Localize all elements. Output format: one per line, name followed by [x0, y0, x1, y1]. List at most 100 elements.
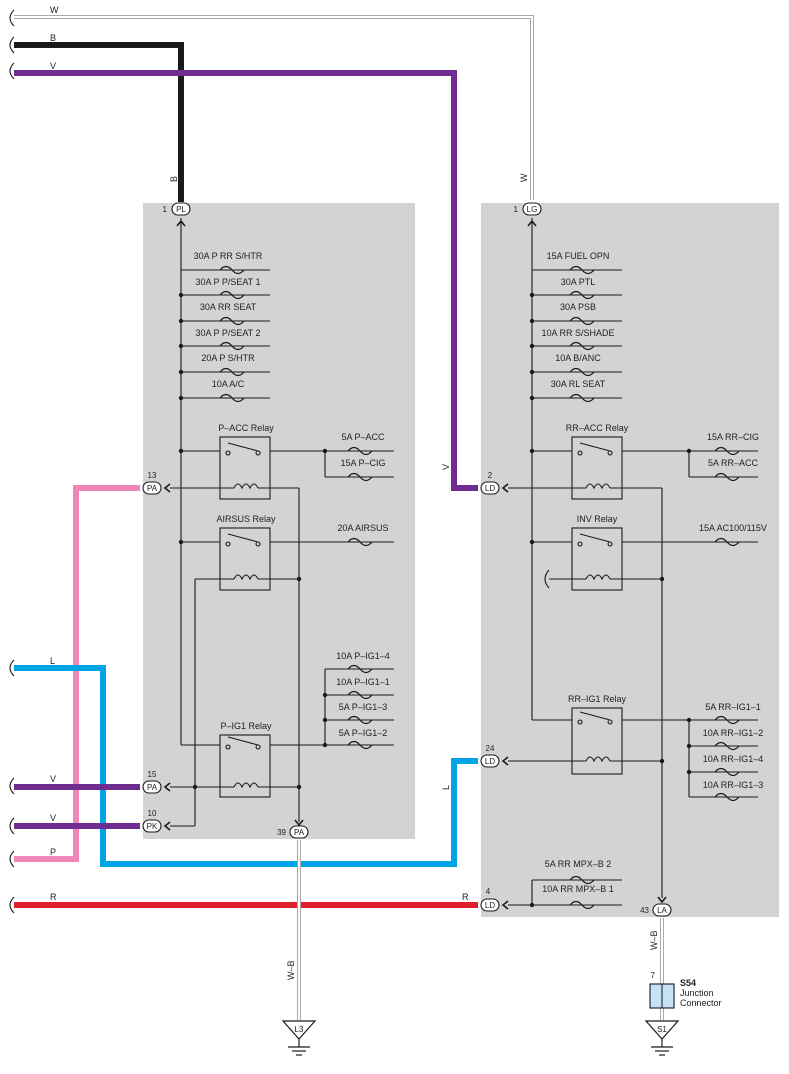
fuse-label: 10A RR–IG1–3 [703, 780, 764, 790]
left-fuse-labels: 30A P RR S/HTR 30A P P/SEAT 1 30A RR SEA… [194, 251, 390, 738]
wire-p [14, 485, 140, 862]
fuse-label: 30A P P/SEAT 2 [195, 328, 260, 338]
pin-code: PK [147, 822, 158, 831]
pin-ld-24: LD 24 [480, 744, 509, 768]
fuse-label: 30A RL SEAT [551, 379, 606, 389]
pin-num: 24 [486, 744, 495, 753]
fuse-label: 5A P–IG1–2 [339, 728, 388, 738]
fuse-label: 10A P–IG1–4 [336, 651, 390, 661]
label-wb-right: W–B [649, 930, 659, 950]
left-block-internals [170, 218, 394, 827]
connector-id: S54 [680, 978, 696, 988]
left-junction-block [143, 203, 415, 839]
ground-label: S1 [657, 1025, 667, 1034]
right-fuse-labels: 15A FUEL OPN 30A PTL 30A PSB 10A RR S/SH… [541, 251, 766, 894]
fuse-label: 15A AC100/115V [699, 523, 767, 533]
fuse-label: 10A RR MPX–B 1 [542, 884, 614, 894]
label-wb-left: W–B [286, 960, 296, 980]
pin-code: PL [176, 205, 186, 214]
fuse-label: 20A P S/HTR [201, 353, 255, 363]
label-r: R [50, 892, 57, 902]
right-junction-block [481, 203, 779, 917]
pin-pa-13: PA 13 [142, 471, 171, 495]
fuse-label: 20A AIRSUS [337, 523, 388, 533]
fuse-label: 5A RR–ACC [708, 458, 759, 468]
fuse-label: 5A RR–IG1–1 [705, 702, 761, 712]
wire-l [14, 665, 478, 867]
connector-line2: Connector [680, 998, 722, 1008]
pin-num: 2 [488, 471, 493, 480]
junction-connector-s54: 7 S54 Junction Connector [649, 971, 722, 1009]
label-v3: V [50, 813, 56, 823]
pin-num: 39 [277, 828, 286, 837]
fuse-label: 15A P–CIG [340, 458, 385, 468]
fuse-label: 5A P–ACC [341, 432, 385, 442]
pin-ld-2: LD 2 [480, 471, 509, 495]
pin-code: LD [485, 901, 495, 910]
relay-label: P–IG1 Relay [220, 721, 272, 731]
relay-label: AIRSUS Relay [216, 514, 276, 524]
fuse-label: 10A B/ANC [555, 353, 601, 363]
wire-v-main [14, 70, 478, 491]
ground-s1: S1 [645, 1020, 679, 1056]
pin-code: PA [294, 828, 305, 837]
label-r2: R [462, 892, 469, 902]
label-v: V [50, 61, 56, 71]
label-v-vert: V [441, 464, 451, 470]
pin-num: 15 [148, 770, 157, 779]
label-l: L [50, 656, 55, 666]
relay-label: INV Relay [577, 514, 618, 524]
pin-code: PA [147, 484, 158, 493]
pin-num: 1 [514, 205, 519, 214]
fuse-label: 10A RR–IG1–2 [703, 728, 764, 738]
pin-left-top: PL 1 [163, 202, 191, 227]
pin-code: LA [657, 906, 667, 915]
wire-labels: W B V L V V P R R B W V L W–B W–B [50, 5, 659, 980]
fuse-label: 10A P–IG1–1 [336, 677, 390, 687]
label-v2: V [50, 774, 56, 784]
fuse-label: 15A FUEL OPN [547, 251, 610, 261]
wire-b [14, 42, 184, 202]
fuse-label: 30A P P/SEAT 1 [195, 277, 260, 287]
fuse-label: 10A RR S/SHADE [541, 328, 614, 338]
pin-pa-15: PA 15 [142, 770, 171, 794]
fuse-label: 30A P RR S/HTR [194, 251, 263, 261]
relay-label: P–ACC Relay [218, 423, 274, 433]
right-block-internals [508, 218, 758, 910]
pin-pk-10: PK 10 [142, 809, 171, 833]
label-p: P [50, 847, 56, 857]
pin-ld-4: LD 4 [480, 887, 509, 912]
fuse-label: 10A RR–IG1–4 [703, 754, 764, 764]
fuse-label: 30A RR SEAT [200, 302, 257, 312]
pin-pa-39: PA 39 [277, 819, 309, 839]
connector-line1: Junction [680, 988, 714, 998]
fuse-label: 5A P–IG1–3 [339, 702, 388, 712]
fuse-label: 15A RR–CIG [707, 432, 759, 442]
break-marks [9, 9, 15, 914]
pin-num: 10 [148, 809, 157, 818]
fuse-label: 10A A/C [212, 379, 245, 389]
label-w-vert: W [519, 173, 529, 182]
relay-label: RR–ACC Relay [566, 423, 629, 433]
relay-label: RR–IG1 Relay [568, 694, 627, 704]
pin-code: LD [485, 484, 495, 493]
pin-code: LD [485, 757, 495, 766]
pin-right-top: LG 1 [514, 202, 542, 227]
pin-num: 43 [640, 906, 649, 915]
label-b-vert: B [169, 176, 179, 182]
label-w: W [50, 5, 59, 15]
ground-label: L3 [295, 1025, 304, 1034]
fuse-label: 30A PSB [560, 302, 596, 312]
fuse-label: 30A PTL [561, 277, 596, 287]
pin-code: LG [527, 205, 538, 214]
wire-w [14, 15, 534, 200]
pin-num: 1 [163, 205, 168, 214]
label-l-vert: L [441, 785, 451, 790]
connector-pin: 7 [651, 971, 656, 980]
pin-num: 4 [486, 887, 491, 896]
pin-num: 13 [148, 471, 157, 480]
fuse-label: 5A RR MPX–B 2 [545, 859, 612, 869]
pin-code: PA [147, 783, 158, 792]
